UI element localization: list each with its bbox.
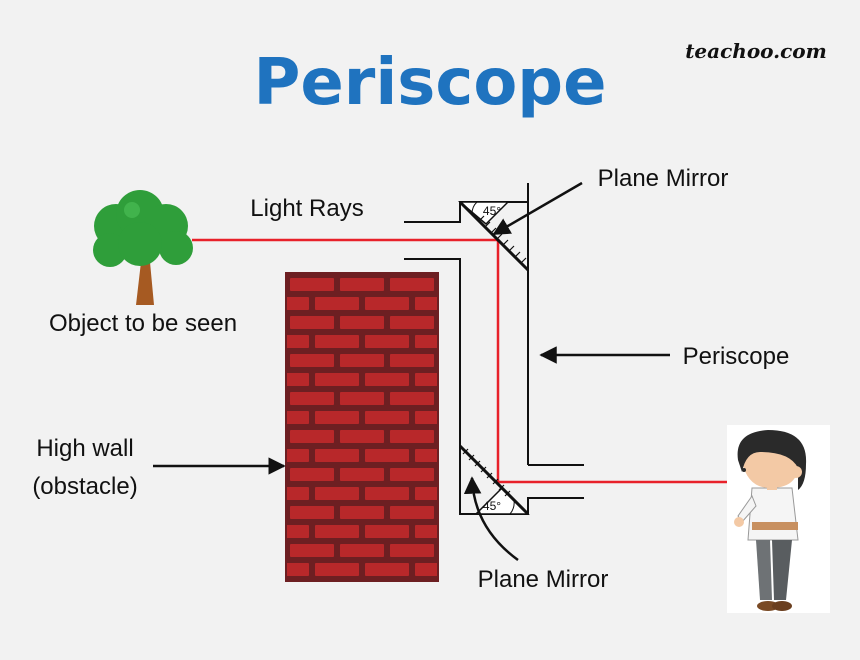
arrow-to-bottom-mirror	[463, 476, 519, 562]
high-wall	[285, 272, 439, 582]
tree-icon	[93, 190, 193, 305]
arrow-to-top-mirror	[492, 181, 583, 236]
label-object: Object to be seen	[49, 310, 237, 337]
page-title: Periscope	[253, 46, 606, 120]
label-plane-mirror-top: Plane Mirror	[598, 165, 729, 192]
label-plane-mirror-bottom: Plane Mirror	[478, 566, 609, 593]
bottom-mirror: 45°	[458, 444, 530, 516]
brand-watermark: teachoo.com	[685, 39, 827, 63]
top-mirror-angle: 45°	[483, 204, 501, 218]
label-wall-line2: (obstacle)	[32, 473, 137, 500]
label-periscope: Periscope	[683, 343, 790, 370]
label-light-rays: Light Rays	[250, 195, 363, 222]
top-mirror: 45°	[457, 200, 530, 272]
bottom-mirror-angle: 45°	[483, 499, 501, 513]
person-icon	[727, 425, 830, 613]
light-ray	[192, 238, 728, 484]
label-wall-line1: High wall	[36, 435, 133, 462]
